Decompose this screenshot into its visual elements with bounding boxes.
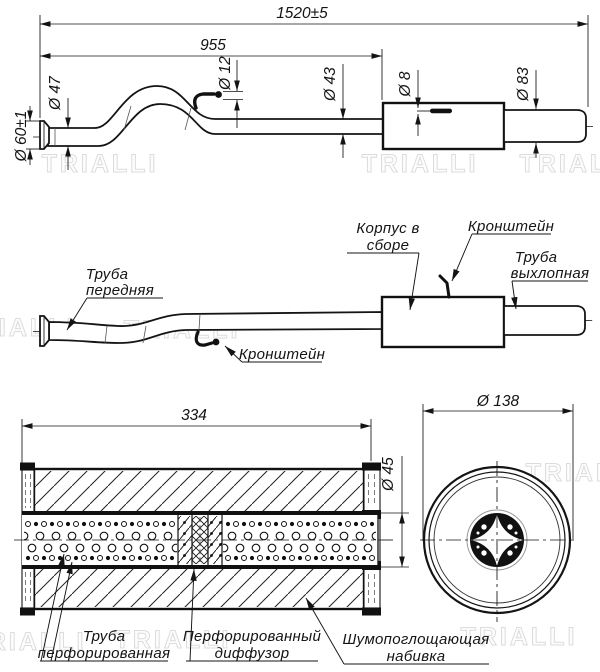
hook-bracket	[193, 91, 222, 110]
mounting-pin	[417, 108, 452, 114]
label-front-pipe: Труба передняя	[66, 266, 163, 331]
label-front-pipe-line2: передняя	[86, 282, 154, 299]
label-bracket-upper: Кронштейн	[451, 218, 554, 282]
dim-d8: Ø 8	[397, 71, 414, 97]
tail-pipe	[503, 109, 587, 143]
dim-334: 334	[181, 407, 207, 424]
assembly-view: Труба передняя Кронштейн Корпус в сборе …	[32, 218, 594, 363]
dimension-outer-diameter: Ø 138	[422, 393, 574, 541]
dim-1520: 1520±5	[276, 5, 328, 22]
label-bracket-lower: Кронштейн	[224, 345, 325, 363]
watermark-text: TRIALLI	[42, 150, 159, 178]
label-bracket-lower-text: Кронштейн	[239, 346, 325, 363]
label-exhaust-line1: Труба	[515, 249, 558, 266]
dim-d60: Ø 60±1	[13, 111, 30, 163]
dimension-front-pipe-diameter: Ø 47	[47, 75, 71, 170]
tail-pipe	[503, 305, 586, 336]
inlet-flare	[39, 120, 50, 150]
muffler-body	[380, 295, 506, 349]
watermark-text: TRIALLI	[520, 150, 600, 178]
padding-hatch-bottom	[35, 569, 363, 607]
watermark-text: TRIALLI	[0, 628, 86, 656]
watermark-text: TRIALLI	[115, 626, 232, 654]
label-diffuser: Перфорированный диффузор	[183, 568, 322, 662]
end-view: Ø 138	[420, 393, 576, 622]
dim-d47: Ø 47	[47, 75, 64, 111]
dimension-tail-pipe-diameter: Ø 83	[515, 67, 539, 158]
label-perforated-pipe: Труба перфорированная	[38, 553, 171, 662]
dim-955: 955	[200, 37, 226, 54]
label-diffuser-line1: Перфорированный	[183, 628, 322, 645]
dimension-total-length: 1520±5	[39, 5, 589, 118]
hook-bracket	[194, 330, 220, 347]
dim-d43: Ø 43	[322, 67, 339, 102]
label-exhaust-pipe: Труба выхлопная	[511, 249, 590, 310]
dimension-pipe-diameter: Ø 45	[380, 456, 409, 568]
label-front-pipe-line1: Труба	[86, 266, 129, 283]
label-perf-pipe-line2: перфорированная	[38, 645, 171, 662]
label-body-line2: сборе	[367, 237, 409, 254]
dimension-inlet-diameter: Ø 60±1	[13, 106, 39, 165]
label-padding-line2: набивка	[387, 648, 446, 665]
label-body-assembly: Корпус в сборе	[347, 220, 420, 311]
top-view: 1520±5 955	[13, 5, 593, 170]
dimension-hook-rod-diameter: Ø 12	[217, 56, 243, 128]
dim-d138: Ø 138	[476, 393, 520, 410]
label-diffuser-line2: диффузор	[215, 645, 290, 662]
dim-d83: Ø 83	[515, 67, 532, 102]
dimension-mid-pipe-diameter: Ø 43	[322, 64, 346, 158]
top-bracket	[438, 274, 451, 299]
dimension-pin-diameter: Ø 8	[397, 70, 421, 136]
dim-d12: Ø 12	[217, 56, 234, 91]
label-padding-line1: Шумопоглощающая	[343, 631, 490, 648]
dim-d45: Ø 45	[380, 457, 397, 492]
label-perf-pipe-line1: Труба	[83, 628, 126, 645]
label-body-line1: Корпус в	[356, 220, 419, 237]
dimension-front-length: 955	[40, 37, 383, 100]
padding-hatch-top	[35, 471, 363, 511]
label-padding: Шумопоглощающая набивка	[305, 597, 490, 665]
watermark-text: TRIALLI	[362, 150, 479, 178]
dimension-body-length: 334	[21, 407, 372, 463]
inlet-flare	[39, 315, 50, 347]
label-bracket-upper-text: Кронштейн	[468, 218, 554, 235]
label-exhaust-line2: выхлопная	[511, 265, 590, 282]
watermark-text: TRIALLI	[461, 623, 578, 651]
section-view: 334	[14, 407, 489, 665]
